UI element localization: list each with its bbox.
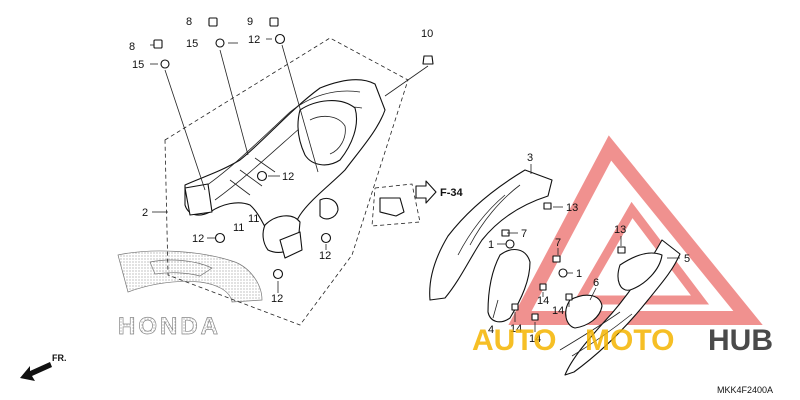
fasteners-cowl (501, 202, 626, 321)
mount-bracket (379, 197, 405, 217)
grommet-12d (320, 232, 332, 244)
front-direction-indicator: FR. (20, 353, 67, 381)
watermark-text-hub: HUB (708, 324, 773, 357)
callout-6: 6 (593, 277, 599, 289)
watermark-text-moto: MOTO (585, 324, 674, 357)
part-4-side-panel (487, 249, 531, 323)
callout-8b: 8 (129, 41, 135, 53)
callout-8a: 8 (186, 16, 192, 28)
screw-13b (617, 246, 626, 254)
bracket-callout-box (371, 183, 421, 227)
callout-2: 2 (142, 207, 148, 219)
clip-14a (539, 283, 547, 291)
callout-11a: 11 (248, 213, 259, 225)
callout-14a: 14 (537, 295, 549, 307)
callout-12e: 12 (271, 293, 283, 305)
reference-arrow (415, 180, 437, 204)
washer-15b (160, 59, 170, 69)
collar-1b (558, 268, 568, 278)
callout-5: 5 (684, 253, 690, 265)
collar-1a (505, 239, 515, 249)
part-6-panel (565, 294, 603, 329)
honda-logo-text: HONDA (118, 313, 221, 340)
rear-frame-assembly (184, 79, 386, 259)
fasteners-frame (153, 17, 434, 280)
callout-13a: 13 (566, 202, 578, 214)
callout-14d: 14 (529, 333, 541, 345)
front-direction-label: FR. (52, 353, 67, 363)
part-3-inner-cover (429, 169, 553, 301)
callout-12b: 12 (282, 171, 294, 183)
screw-7b (552, 255, 561, 263)
callout-14b: 14 (552, 305, 564, 317)
callout-3: 3 (527, 152, 533, 164)
bolt-9 (269, 17, 279, 27)
callout-14c: 14 (510, 323, 522, 335)
callout-1b: 1 (576, 268, 582, 280)
honda-wing-mark: HONDA (117, 250, 263, 340)
bolt-8a (208, 17, 218, 27)
callout-labels: 8 9 15 12 8 15 10 12 2 11 11 12 12 12 3 … (129, 16, 690, 345)
grommet-12e (272, 268, 284, 280)
callout-12d: 12 (319, 250, 331, 262)
watermark-triangle-outer (508, 135, 763, 325)
washer-15a (215, 38, 225, 48)
callout-4: 4 (488, 324, 494, 336)
callout-15b: 15 (132, 59, 144, 71)
assembly-boundary-2 (164, 37, 409, 326)
nut-10 (422, 55, 434, 65)
washer-12a (274, 33, 286, 45)
bolt-8b (153, 39, 163, 49)
leader-lines-frame (150, 38, 429, 293)
screw-13a (543, 202, 552, 210)
callout-13b: 13 (614, 224, 626, 236)
watermark-text: AUTO MOTO HUB (472, 324, 773, 357)
callout-10: 10 (421, 28, 433, 40)
callout-1a: 1 (488, 239, 494, 251)
grommet-12c (214, 232, 226, 244)
leader-lines-cowl (492, 164, 680, 332)
watermark-text-auto: AUTO (472, 324, 556, 357)
rear-cowl-assembly (429, 169, 681, 376)
callout-12a: 12 (248, 34, 260, 46)
grommet-12b (256, 170, 268, 182)
callout-15a: 15 (186, 38, 198, 50)
callout-7b: 7 (555, 237, 561, 249)
callout-12c: 12 (192, 233, 204, 245)
callout-11b: 11 (233, 222, 244, 234)
clip-14b (511, 303, 519, 311)
clip-14d (565, 293, 573, 301)
callout-9: 9 (247, 16, 253, 28)
callout-7a: 7 (521, 228, 527, 240)
front-arrow-icon (20, 362, 52, 381)
diagram-code: MKK4F2400A (717, 385, 773, 395)
reference-label: F-34 (440, 187, 464, 199)
clip-14c (531, 313, 539, 321)
